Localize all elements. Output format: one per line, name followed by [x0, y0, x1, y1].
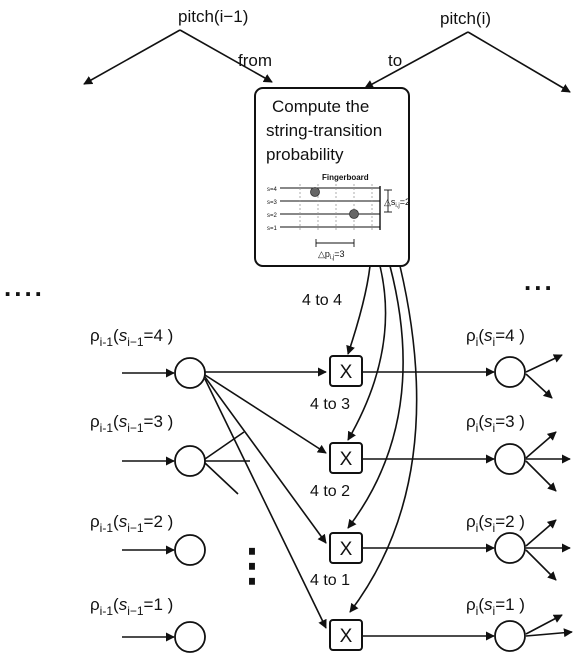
pitch-branches	[83, 29, 571, 93]
svg-text:X: X	[340, 626, 353, 647]
compute-line-1: Compute the	[272, 97, 369, 116]
left-input-arrows	[122, 368, 175, 642]
left-node-label-4: ρi-1(si−1=4 )	[90, 326, 173, 349]
from-label: from	[238, 51, 272, 70]
node-3-fan-edges	[204, 431, 250, 495]
right-node-3	[494, 443, 526, 475]
multiply-box-3: X	[329, 532, 363, 564]
vertical-ellipsis: ⋮	[230, 541, 274, 590]
transition-label-4-to-2: 4 to 2	[310, 483, 350, 500]
multiply-box-4: X	[329, 619, 363, 651]
left-to-multiply-edges	[204, 367, 327, 629]
multiply-box-1: X	[329, 355, 363, 387]
transition-label-4-to-3: 4 to 3	[310, 396, 350, 413]
left-ellipsis: ....	[4, 272, 45, 302]
right-node-label-2: ρi(si=2 )	[466, 512, 525, 535]
fingerboard-string-1: s=1	[267, 226, 278, 232]
multiply-box-2: X	[329, 442, 363, 474]
pitch-prev-label: pitch(i−1)	[178, 7, 248, 26]
right-fanout-edges	[525, 354, 573, 638]
fingerboard: Fingerboard s=4 s=3 s=2 s=1 △si,j=2 △pi,…	[267, 173, 410, 261]
svg-text:X: X	[340, 539, 353, 560]
right-node-4	[494, 356, 526, 388]
right-node-label-3: ρi(si=3 )	[466, 412, 525, 435]
fingerboard-string-2: s=2	[267, 213, 278, 219]
compute-box: Compute the string-transition probabilit…	[254, 87, 410, 267]
fingerboard-string-3: s=3	[267, 200, 278, 206]
svg-text:X: X	[340, 362, 353, 383]
transition-label-4-to-4: 4 to 4	[302, 292, 342, 309]
left-node-3	[174, 445, 206, 477]
multiply-to-right-edges	[362, 367, 495, 641]
left-node-label-3: ρi-1(si−1=3 )	[90, 412, 173, 435]
to-label: to	[388, 51, 402, 70]
transition-label-4-to-1: 4 to 1	[310, 572, 350, 589]
fingerboard-string-4: s=4	[267, 187, 278, 193]
compute-line-3: probability	[266, 145, 344, 164]
right-node-1	[494, 620, 526, 652]
right-node-label-1: ρi(si=1 )	[466, 595, 525, 618]
right-node-2	[494, 532, 526, 564]
delta-p-label: △pi,j=3	[318, 249, 345, 261]
pitch-curr-label: pitch(i)	[440, 9, 491, 28]
right-node-label-4: ρi(si=4 )	[466, 326, 525, 349]
svg-text:X: X	[340, 449, 353, 470]
left-node-4	[174, 357, 206, 389]
fingerboard-dot-lower	[349, 209, 359, 219]
delta-s-label: △si,j=2	[384, 197, 410, 209]
left-node-label-1: ρi-1(si−1=1 )	[90, 595, 173, 618]
fingerboard-title: Fingerboard	[322, 173, 369, 182]
left-node-label-2: ρi-1(si−1=2 )	[90, 512, 173, 535]
left-node-1	[174, 621, 206, 653]
left-node-2	[174, 534, 206, 566]
right-ellipsis: ...	[524, 266, 555, 296]
fingerboard-dot-upper	[310, 187, 320, 197]
compute-line-2: string-transition	[266, 121, 382, 140]
